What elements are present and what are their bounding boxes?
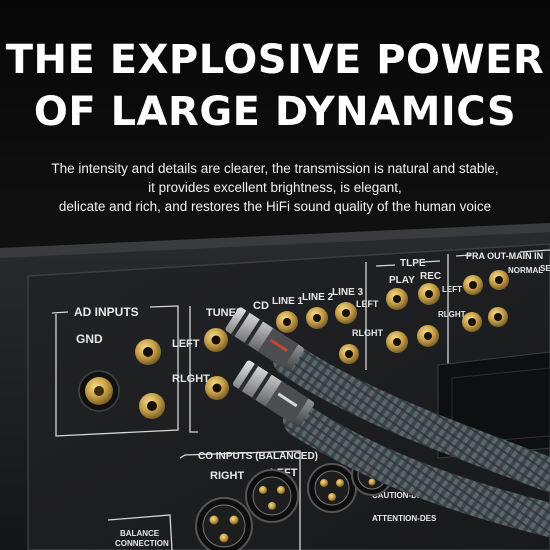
- description: The intensity and details are clearer, t…: [0, 159, 550, 216]
- label-balance-2: CONNECTION: [115, 539, 169, 548]
- label-attention: ATTENTION-DES: [372, 514, 437, 523]
- headline-line-1: THE EXPLOSIVE POWER: [5, 37, 545, 83]
- label-line2: LINE 2: [302, 292, 334, 303]
- headline: THE EXPLOSIVE POWER OF LARGE DYNAMICS: [0, 34, 550, 138]
- label-balance-1: BALANCE: [120, 529, 160, 538]
- rca-jacks: [135, 270, 509, 419]
- label-right3: RLGHT: [438, 310, 466, 319]
- label-tlpe: TLPE: [400, 258, 426, 269]
- label-left2: LEFT: [356, 299, 379, 309]
- label-left: LEFT: [172, 338, 200, 350]
- label-normal: NORMAL: [508, 266, 543, 275]
- label-left3: LEFT: [442, 285, 462, 294]
- label-co-inputs: CO INPUTS (BALANCED): [198, 451, 318, 462]
- label-caution: CAUTION-DISC: [372, 491, 430, 500]
- label-ad-inputs: AD INPUTS: [74, 305, 139, 319]
- label-right: RLGHT: [172, 373, 210, 385]
- braided-cables: [225, 307, 550, 537]
- label-gnd: GND: [76, 332, 103, 346]
- label-cd: CD: [253, 300, 269, 312]
- label-right2: RLGHT: [352, 328, 383, 338]
- description-line-3: delicate and rich, and restores the HiFi…: [58, 199, 492, 214]
- label-line3: LINE 3: [332, 287, 364, 298]
- description-line-1: The intensity and details are clearer, t…: [51, 161, 499, 176]
- label-sep: SE: [540, 264, 550, 273]
- label-rec: REC: [420, 271, 441, 282]
- label-play: PLAY: [389, 275, 415, 286]
- description-line-2: it provides excellent brightness, is ele…: [148, 180, 402, 195]
- ground-terminal: [78, 370, 120, 412]
- label-pra-out: PRA OUT-MAIN IN: [466, 251, 543, 261]
- label-line1: LINE 1: [272, 296, 304, 307]
- headline-line-2: OF LARGE DYNAMICS: [33, 89, 517, 135]
- label-co-right: RIGHT: [210, 470, 245, 482]
